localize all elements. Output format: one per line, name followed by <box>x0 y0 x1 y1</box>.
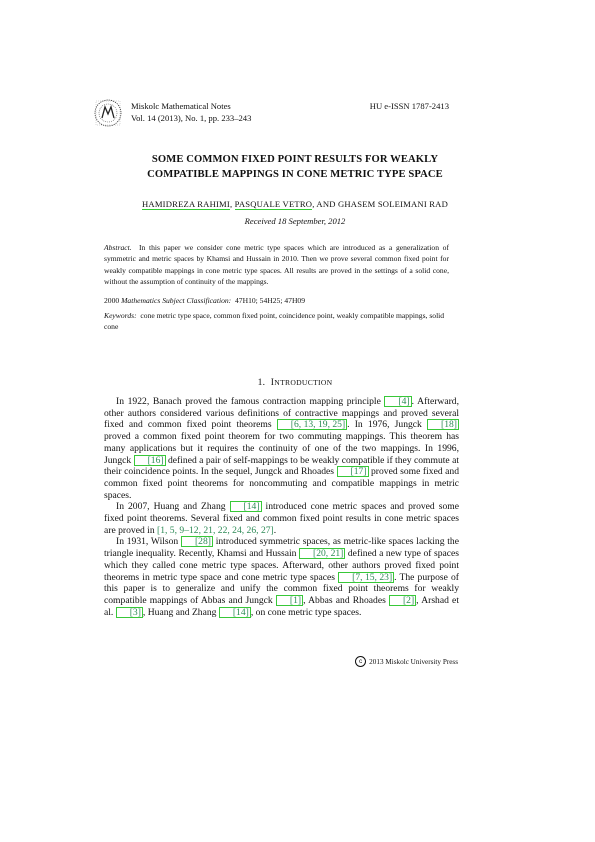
msc-codes: 47H10; 54H25; 47H09 <box>235 296 306 305</box>
author-link-vetro[interactable]: PASQUALE VETRO <box>234 199 313 210</box>
text-run: introduced cone metric spaces and proved… <box>104 501 459 536</box>
text-run: proved some fixed and common fixed point… <box>104 466 459 501</box>
paper-title: SOME COMMON FIXED POINT RESULTS FOR WEAK… <box>95 152 495 182</box>
citation-link[interactable]: [6, 13, 19, 25] <box>276 419 348 431</box>
text-run: . <box>273 524 277 536</box>
text-run: defined a pair of self-mappings to be we… <box>104 454 460 478</box>
text-run: . Afterward, other authors considered va… <box>104 396 459 431</box>
author-last: , AND GHASEM SOLEIMANI RAD <box>312 199 448 209</box>
citation-link[interactable]: [17] <box>336 466 369 478</box>
text-run: , Huang and Zhang <box>142 606 219 618</box>
copyright-notice: c 2013 Miskolc University Press <box>355 656 458 667</box>
copyright-icon: c <box>355 656 367 667</box>
text-run: introduced symmetric spaces, as metric-l… <box>104 536 459 560</box>
citation-link[interactable]: [1, 5, 9–12, 21, 22, 24, 26, 27] <box>157 524 274 536</box>
paragraph-3: In 1931, Wilson [28] introduced symmetri… <box>104 536 459 618</box>
author-list: HAMIDREZA RAHIMI, PASQUALE VETRO, AND GH… <box>95 199 495 210</box>
journal-name: Miskolc Mathematical Notes <box>131 101 231 111</box>
text-run: . The purpose of this paper is to genera… <box>104 571 460 606</box>
section-title-rest: NTRODUCTION <box>274 378 333 387</box>
section-number: 1. <box>257 377 266 388</box>
text-run: In 1931, Wilson <box>116 536 181 548</box>
miskolc-press-logo-icon <box>94 99 122 127</box>
msc-year: 2000 <box>104 296 120 305</box>
abstract: Abstract. In this paper we consider cone… <box>104 242 449 288</box>
text-run: In 1922, Banach proved the famous contra… <box>116 396 385 407</box>
text-run: defined a new type of spaces which they … <box>104 548 459 583</box>
citation-link[interactable]: [18] <box>427 419 459 431</box>
keywords-label: Keywords: <box>104 311 137 320</box>
text-run: proved a common fixed point theorem for … <box>104 431 459 466</box>
abstract-text: In this paper we consider cone metric ty… <box>104 243 450 287</box>
keywords-text: cone metric type space, common fixed poi… <box>104 311 445 332</box>
citation-link[interactable]: [20, 21] <box>299 548 346 560</box>
citation-link[interactable]: [2] <box>388 594 417 606</box>
journal-header: Miskolc Mathematical Notes Vol. 14 (2013… <box>131 100 251 124</box>
citation-link[interactable]: [14] <box>229 501 262 513</box>
received-date: Received 18 September, 2012 <box>244 216 346 226</box>
author-link-rahimi[interactable]: HAMIDREZA RAHIMI <box>142 199 230 210</box>
msc-label: Mathematics Subject Classification: <box>121 296 232 305</box>
citation-link[interactable]: [3] <box>115 606 143 618</box>
section-title-first: I <box>270 377 275 388</box>
text-run: In 2007, Huang and Zhang <box>116 501 230 513</box>
journal-volume: Vol. 14 (2013), No. 1, pp. 233–243 <box>131 113 252 123</box>
text-run: . In 1976, Jungck <box>347 419 428 431</box>
copyright-text: 2013 Miskolc University Press <box>369 657 458 666</box>
author-separator: , <box>229 199 235 209</box>
citation-link[interactable]: [16] <box>133 454 166 466</box>
citation-link[interactable]: [14] <box>218 606 251 618</box>
abstract-label: Abstract. <box>104 243 132 252</box>
title-line-1: SOME COMMON FIXED POINT RESULTS FOR WEAK… <box>151 154 439 165</box>
title-line-2: COMPATIBLE MAPPINGS IN CONE METRIC TYPE … <box>147 169 443 180</box>
citation-link[interactable]: [1] <box>275 594 304 606</box>
text-run: , Abbas and Rhoades <box>303 594 389 606</box>
citation-link[interactable]: [4] <box>384 396 412 407</box>
citation-link[interactable]: [28] <box>180 536 213 548</box>
paragraph-1: In 1922, Banach proved the famous contra… <box>104 396 459 501</box>
body-text: In 1922, Banach proved the famous contra… <box>104 396 459 618</box>
journal-issn: HU e-ISSN 1787-2413 <box>369 101 449 111</box>
section-heading: 1. INTRODUCTION <box>95 377 495 388</box>
text-run: , on cone metric type spaces. <box>250 606 362 618</box>
text-run: , Arshad et al. <box>104 594 459 618</box>
keywords: Keywords: cone metric type space, common… <box>104 310 449 333</box>
citation-link[interactable]: [7, 15, 23] <box>338 571 395 583</box>
paragraph-2: In 2007, Huang and Zhang [14] introduced… <box>104 501 459 536</box>
msc-classification: 2000 Mathematics Subject Classification:… <box>104 296 449 305</box>
